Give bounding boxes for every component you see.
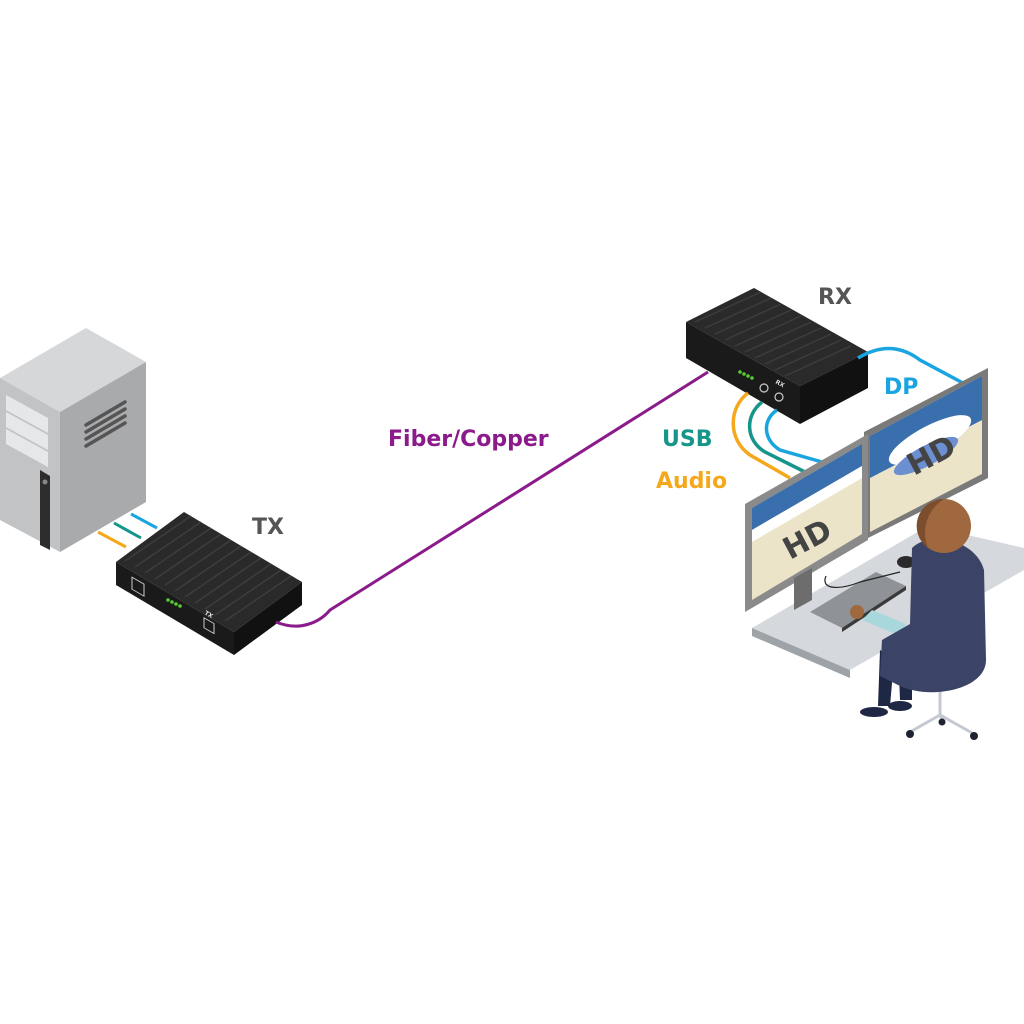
rx-device: RX (686, 288, 868, 424)
mouse-cable (824, 571, 901, 588)
rx-label: RX (818, 285, 852, 310)
fiber-copper-link (275, 370, 709, 628)
rx-badge: RX (774, 379, 786, 390)
computer-tower (0, 328, 146, 552)
user-figure (850, 498, 986, 740)
tx-label: TX (252, 515, 284, 540)
monitor-left: HD (745, 434, 868, 612)
tx-badge: TX (203, 610, 214, 621)
keyboard (810, 572, 906, 632)
fiber-copper-label: Fiber/Copper (388, 427, 549, 452)
pc-cables (97, 512, 158, 549)
audio-label: Audio (656, 469, 727, 494)
usb-label: USB (662, 427, 712, 452)
tx-status-leds (166, 598, 182, 608)
rx-status-leds (738, 370, 754, 380)
dp-label: DP (884, 375, 918, 400)
rx-cables (731, 346, 977, 480)
mouse (897, 556, 915, 568)
monitor-right: HD (864, 368, 988, 540)
tx-device: TX (116, 512, 302, 655)
vent-icon (84, 400, 127, 448)
